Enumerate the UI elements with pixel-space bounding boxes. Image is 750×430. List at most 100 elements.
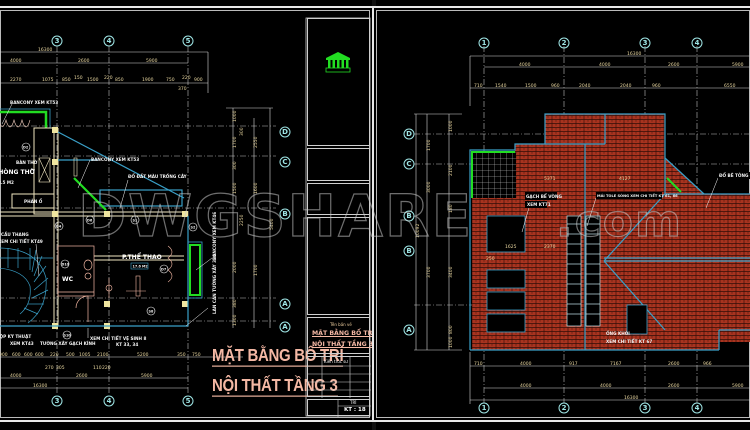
- svg-text:2370: 2370: [544, 244, 556, 250]
- sheet-label: TRÍ: [350, 400, 357, 405]
- balcony-right: [187, 241, 203, 299]
- svg-text:4: 4: [107, 37, 112, 45]
- svg-text:HỘP KỸ THUẬT: HỘP KỸ THUẬT: [0, 334, 31, 339]
- axis-bubbles-bottom: 3 4 5: [51, 395, 194, 407]
- svg-text:7167: 7167: [610, 361, 622, 367]
- door-tag-labels: D2 D4 D6 S1 S2 D7 S8 D10 S10: [23, 146, 196, 338]
- svg-text:2600: 2600: [78, 58, 90, 64]
- svg-text:D: D: [406, 130, 412, 138]
- svg-text:2250: 2250: [239, 214, 245, 226]
- svg-text:900: 900: [194, 77, 203, 83]
- svg-text:4000: 4000: [10, 58, 22, 64]
- roof-leader-lines: [521, 177, 719, 233]
- svg-text:S2: S2: [191, 226, 196, 230]
- door-tags: [21, 142, 198, 340]
- svg-text:1000: 1000: [232, 110, 238, 122]
- drawing-title-line1: MẶT BẰNG BỐ TRÍ: [212, 346, 344, 367]
- svg-text:180: 180: [448, 204, 454, 213]
- title-block-title2: NỘI THẤT TẦNG 3: [312, 341, 374, 348]
- svg-text:16300: 16300: [627, 51, 641, 57]
- bottom-dimension-values: 900 600 600 600 220 500 1005 2100 5200 3…: [0, 352, 201, 389]
- svg-text:5200: 5200: [137, 352, 149, 358]
- svg-text:S10: S10: [64, 334, 72, 338]
- svg-text:2600: 2600: [668, 383, 680, 389]
- title-block-sheet-number-cell: TRÍ KT : 18: [307, 399, 371, 417]
- svg-text:D6: D6: [87, 219, 93, 223]
- svg-text:220: 220: [182, 75, 191, 81]
- svg-text:A: A: [282, 300, 288, 308]
- title-block-cell-4: [307, 217, 370, 315]
- svg-text:960: 960: [652, 83, 661, 89]
- axis-bubbles-top: 1 2 3 4: [478, 37, 703, 49]
- architect-label: Kiến trúc sư: [324, 359, 348, 364]
- svg-text:2100: 2100: [97, 352, 109, 358]
- svg-text:KT 33, 34: KT 33, 34: [116, 342, 138, 347]
- svg-text:800: 800: [448, 325, 454, 334]
- svg-text:1: 1: [482, 404, 487, 412]
- svg-text:1300: 1300: [232, 314, 238, 326]
- svg-text:XEM KT43: XEM KT43: [10, 341, 34, 346]
- svg-text:5900: 5900: [141, 373, 153, 379]
- svg-text:P.THỂ THAO: P.THỂ THAO: [122, 253, 162, 261]
- top-dimension-values: 16300 4000 2600 5900 2270 1075 850 150 1…: [10, 47, 203, 92]
- title-block-cell-3: [307, 183, 370, 215]
- svg-text:XEM CHI TIẾT VỆ SINH 8: XEM CHI TIẾT VỆ SINH 8: [90, 335, 146, 341]
- svg-text:1700: 1700: [232, 136, 238, 148]
- svg-text:D10: D10: [62, 263, 70, 267]
- svg-text:TƯỜNG XÂY GẠCH KÍNH: TƯỜNG XÂY GẠCH KÍNH: [40, 341, 96, 346]
- svg-text:5371: 5371: [544, 176, 556, 182]
- svg-text:D2: D2: [23, 146, 29, 150]
- svg-text:1075: 1075: [42, 77, 54, 83]
- right-dimension-lines: [226, 107, 273, 328]
- svg-text:4000: 4000: [520, 361, 532, 367]
- svg-text:C: C: [282, 158, 287, 166]
- svg-text:5400: 5400: [269, 218, 275, 230]
- svg-text:16300: 16300: [38, 47, 52, 53]
- svg-text:2270: 2270: [10, 77, 22, 83]
- svg-text:2040: 2040: [620, 83, 632, 89]
- svg-text:C: C: [406, 160, 411, 168]
- title-block-logo-cell: [307, 18, 370, 146]
- svg-text:850: 850: [115, 77, 124, 83]
- svg-text:710: 710: [474, 83, 483, 89]
- svg-text:1500: 1500: [232, 182, 238, 194]
- svg-text:4000: 4000: [599, 62, 611, 68]
- svg-text:WC: WC: [62, 276, 74, 283]
- svg-text:PHẢN Ổ: PHẢN Ổ: [24, 199, 43, 204]
- svg-text:D: D: [282, 128, 288, 136]
- svg-text:966: 966: [703, 361, 712, 367]
- gutter-green: [666, 177, 682, 193]
- svg-text:270: 270: [45, 365, 54, 371]
- svg-text:305: 305: [56, 365, 65, 371]
- svg-text:D4: D4: [56, 225, 62, 229]
- svg-text:1005: 1005: [79, 352, 91, 358]
- sheet-number: KT : 18: [344, 407, 366, 413]
- svg-text:350: 350: [177, 352, 186, 358]
- svg-text:1: 1: [482, 39, 487, 47]
- svg-text:4: 4: [695, 404, 700, 412]
- svg-text:8.5 M2: 8.5 M2: [0, 180, 14, 185]
- svg-text:2: 2: [562, 404, 567, 412]
- left-dimension-values: 1000 1700 2100 3000 180 10092 3700 3400 …: [415, 120, 454, 348]
- skylight-panels: [486, 215, 648, 335]
- svg-text:1000: 1000: [448, 336, 454, 348]
- svg-text:2550: 2550: [253, 136, 259, 148]
- svg-text:A: A: [406, 326, 412, 334]
- axis-bubbles-right: D C B A A: [279, 126, 291, 333]
- svg-text:5900: 5900: [146, 58, 158, 64]
- right-dimension-values: 1000 300 1700 2550 300 1500 1600 2250 54…: [232, 110, 275, 326]
- svg-text:ỐNG KHÓI: ỐNG KHÓI: [606, 331, 630, 336]
- right-drawing-sheet: 16300 4000 4000 2600 5900 710 1540 1500 …: [372, 6, 750, 422]
- svg-text:1600: 1600: [253, 182, 259, 194]
- svg-text:500: 500: [66, 352, 75, 358]
- svg-text:XEM CHI TIẾT KT49: XEM CHI TIẾT KT49: [0, 238, 43, 244]
- svg-text:XEM KT71: XEM KT71: [527, 202, 551, 207]
- svg-text:1700: 1700: [253, 264, 259, 276]
- svg-text:16300: 16300: [33, 383, 47, 389]
- svg-text:BANCONY XEM KT46: BANCONY XEM KT46: [212, 212, 217, 260]
- cyan-walls: [0, 131, 189, 327]
- svg-text:10092: 10092: [415, 224, 421, 238]
- bottom-dimension-values: 710 4000 917 7167 2600 966 4000 4000 260…: [474, 361, 744, 401]
- svg-text:B: B: [406, 212, 411, 220]
- svg-text:1625: 1625: [505, 244, 517, 250]
